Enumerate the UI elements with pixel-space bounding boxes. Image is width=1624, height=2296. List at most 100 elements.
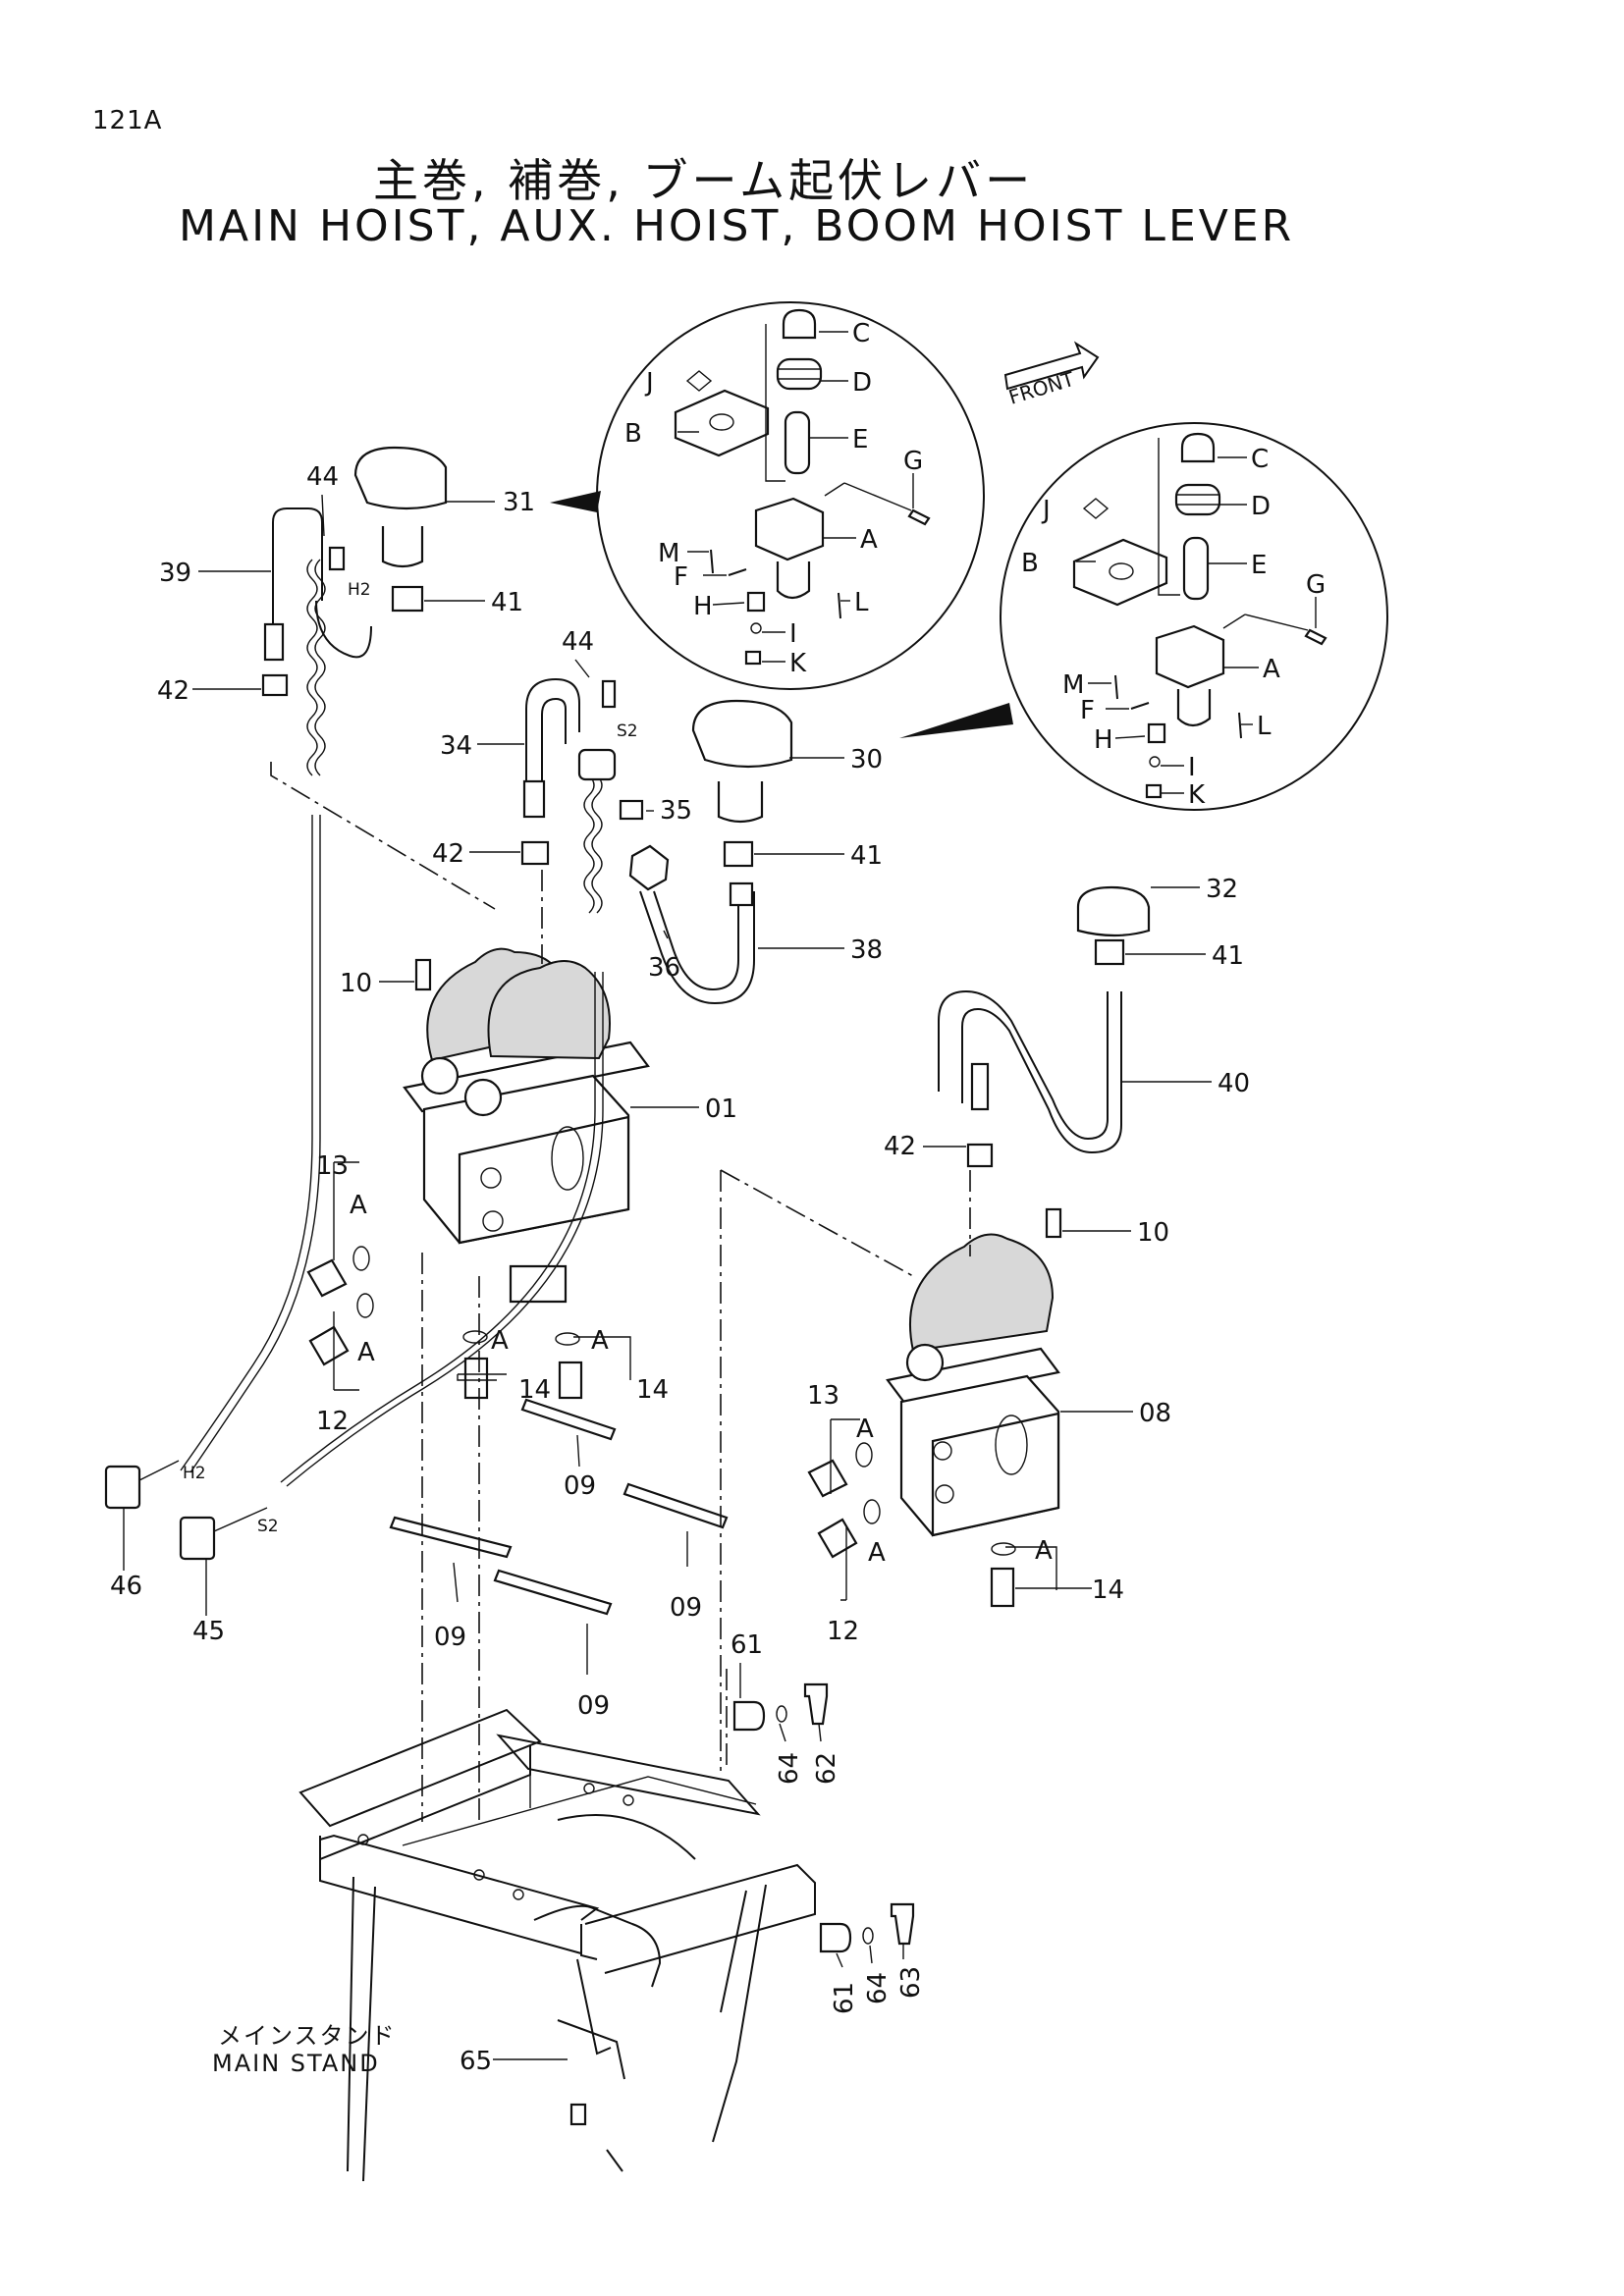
callout-13: 13 — [316, 1151, 349, 1181]
callout-09: 09 — [670, 1593, 702, 1623]
boot-01-right — [487, 960, 611, 1060]
letter-l: L — [854, 588, 869, 617]
letter-g: G — [1306, 570, 1326, 600]
callout-41: 41 — [1212, 941, 1244, 971]
knob-30-neck — [717, 781, 764, 824]
letter-h: H — [693, 592, 713, 621]
title-english: MAIN HOIST, AUX. HOIST, BOOM HOIST LEVER — [179, 201, 1295, 251]
hose-39-end — [263, 622, 285, 662]
part-g — [907, 508, 931, 526]
wire-label-h2: H2 — [183, 1464, 206, 1483]
callout-45: 45 — [192, 1617, 225, 1646]
callout-31: 31 — [503, 488, 535, 517]
letter-a: A — [350, 1191, 367, 1220]
elbow-12-right — [817, 1518, 858, 1559]
bolt-10-right — [1045, 1207, 1062, 1239]
letter-f: F — [1080, 696, 1095, 725]
callout-42: 42 — [432, 839, 464, 869]
hose-assembly-34 — [520, 677, 617, 914]
part-g — [1304, 628, 1327, 646]
callout-62: 62 — [812, 1752, 841, 1785]
lever-assembly-30 — [619, 699, 793, 1005]
boot-d — [776, 357, 823, 391]
hose-38-end — [729, 881, 754, 907]
callout-09: 09 — [564, 1471, 596, 1501]
block-b — [674, 389, 770, 457]
connector-45 — [179, 1516, 216, 1561]
control-valve-01 — [403, 947, 650, 1304]
letter-d: D — [852, 368, 872, 398]
letter-c: C — [852, 319, 870, 348]
clamp — [577, 748, 617, 781]
letter-m: M — [1062, 670, 1084, 700]
nut-41-mid — [723, 840, 754, 868]
pin-e — [1182, 536, 1210, 601]
plate-09-a — [520, 1398, 617, 1441]
callout-64: 64 — [775, 1752, 804, 1785]
detail-letters-circle-2: C D E G A J B M F H L I K — [1021, 445, 1326, 810]
letter-a: A — [357, 1338, 375, 1367]
fitting-14-a — [463, 1357, 489, 1400]
knob-31-neck — [381, 526, 424, 568]
letter-a: A — [868, 1538, 886, 1568]
callout-42: 42 — [884, 1132, 916, 1161]
callout-10: 10 — [1137, 1218, 1169, 1248]
callout-09: 09 — [577, 1691, 610, 1721]
callout-01: 01 — [705, 1095, 737, 1124]
letter-a: A — [1263, 655, 1280, 684]
valve-08-plug — [905, 1343, 945, 1382]
nut-36 — [628, 844, 670, 891]
letter-j: J — [644, 368, 654, 398]
body-a — [754, 497, 825, 561]
plate-09-d — [493, 1569, 613, 1616]
letter-a: A — [856, 1415, 874, 1444]
callout-34: 34 — [440, 731, 472, 761]
main-stand-label-japanese: メインスタンド — [218, 2022, 397, 2050]
plate-09-b — [623, 1482, 729, 1529]
detail-letters-circle-1: C D E G A J B M F H L I K — [624, 319, 923, 678]
callout-41: 41 — [491, 588, 523, 617]
wire-label-s2: S2 — [257, 1517, 279, 1536]
callout-61: 61 — [731, 1630, 763, 1660]
letter-j: J — [1041, 496, 1051, 525]
elbow-13-right — [807, 1459, 848, 1498]
elbow-12-left — [308, 1325, 350, 1366]
callout-64: 64 — [863, 1972, 893, 2004]
title-japanese: 主巻, 補巻, ブーム起伏レバー — [373, 154, 1035, 207]
mounting-plates-09 — [389, 1398, 729, 1616]
main-stand-frame — [298, 1708, 816, 2182]
letter-c: C — [1251, 445, 1269, 474]
letter-a: A — [860, 525, 878, 555]
bolt-65 — [569, 2103, 587, 2126]
callout-44: 44 — [562, 627, 594, 657]
callout-46: 46 — [110, 1572, 142, 1601]
letter-m: M — [658, 539, 679, 568]
front-arrow-label: FRONT — [1005, 367, 1077, 409]
fitting-14-c — [990, 1567, 1015, 1608]
letter-b: B — [624, 419, 642, 449]
boot-d — [1174, 483, 1221, 516]
boot-08 — [909, 1233, 1055, 1353]
callout-35: 35 — [660, 796, 692, 826]
letter-l: L — [1257, 712, 1272, 741]
detail-circle-lever-30 — [1000, 422, 1388, 811]
plate-09-c — [389, 1516, 513, 1559]
letter-e: E — [852, 425, 868, 454]
knob-31 — [353, 446, 448, 510]
callout-08: 08 — [1139, 1399, 1171, 1428]
clip-61-upper — [732, 1700, 766, 1732]
fittings-valve-01 — [306, 1246, 583, 1400]
lever-assembly-31 — [261, 446, 448, 776]
letter-k: K — [1188, 780, 1206, 810]
letter-a: A — [491, 1326, 509, 1356]
callout-09: 09 — [434, 1623, 466, 1652]
valve-01-plug-right — [463, 1078, 503, 1117]
callout-12: 12 — [316, 1407, 349, 1436]
clips-and-bolts — [732, 1682, 915, 1953]
washer-64-lower — [862, 1927, 874, 1945]
page-code: 121A — [92, 106, 163, 135]
callout-41: 41 — [850, 841, 883, 871]
detail-circle-lever-31 — [596, 301, 985, 690]
bolt-10-left — [414, 958, 432, 991]
